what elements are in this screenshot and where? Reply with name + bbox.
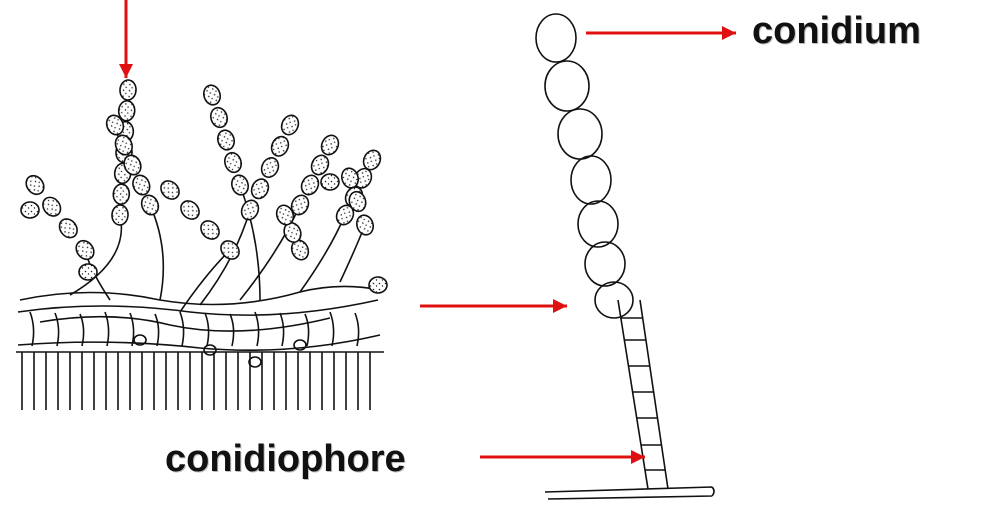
- epidermal-cell-wall: [30, 312, 34, 346]
- conidium-cell: [578, 201, 618, 247]
- conidium-spore: [73, 237, 98, 263]
- conidium-cell: [545, 61, 589, 111]
- conidium-spore: [177, 197, 202, 222]
- epidermal-cell-wall: [255, 312, 259, 346]
- infected-leaf-tissue-illustration: [16, 80, 387, 410]
- conidium-spore: [56, 215, 81, 241]
- conidium-cell: [571, 156, 611, 204]
- conidium-cell: [536, 14, 576, 62]
- conidial-chains: [21, 80, 387, 293]
- conidium-spore: [222, 151, 243, 175]
- conidium-spore: [119, 80, 136, 101]
- middle-arrow: [420, 299, 567, 313]
- hypha: [150, 205, 163, 300]
- conidiophore-label: conidiophore: [165, 440, 406, 478]
- epidermal-cell-wall: [330, 312, 334, 346]
- epidermal-cell-wall: [155, 314, 159, 346]
- hypha: [20, 286, 380, 304]
- conidium-spore: [354, 213, 375, 237]
- conidium-spore: [259, 155, 282, 180]
- conidium-spore: [130, 173, 153, 198]
- conidium-spore: [111, 205, 128, 226]
- epidermis-layer: [18, 300, 380, 367]
- conidium-spore: [139, 193, 162, 218]
- epidermal-cell-wall: [230, 314, 234, 346]
- detached-conidium: [79, 264, 97, 280]
- detached-conidium: [21, 202, 39, 218]
- conidium-spore: [279, 113, 302, 138]
- conidium-spore: [269, 134, 292, 159]
- conidium-spore: [239, 198, 262, 223]
- conidiophore-illustration: [536, 14, 714, 499]
- conidium-spore: [215, 128, 236, 152]
- conidium-chain: [536, 14, 633, 318]
- epidermis-outer-wall: [18, 300, 378, 315]
- arrow-head: [722, 26, 736, 40]
- epidermal-cell-wall: [55, 313, 59, 346]
- detached-conidium: [321, 174, 339, 190]
- conidium-spore: [201, 83, 222, 107]
- conidium-spore: [208, 106, 229, 130]
- epidermal-cell-wall: [280, 313, 284, 346]
- conidiophore-segments: [621, 318, 665, 470]
- epidermal-cell-wall: [305, 314, 309, 346]
- conidium-cell: [595, 282, 633, 318]
- conidium-arrow: [586, 26, 736, 40]
- epidermal-cell-wall: [355, 313, 359, 346]
- conidium-spore: [298, 172, 321, 197]
- epidermal-cell-wall: [180, 312, 184, 346]
- epidermal-cell-wall: [80, 314, 84, 346]
- palisade-cell-layer: [16, 352, 384, 410]
- conidium-spore: [23, 172, 48, 198]
- conidiophore-stalk: [618, 300, 668, 489]
- conidium-cell: [558, 109, 602, 159]
- arrow-head: [119, 64, 133, 78]
- hypha: [70, 215, 121, 295]
- top-left-arrow: [119, 0, 133, 78]
- conidium-spore: [197, 217, 222, 242]
- basal-hypha: [545, 487, 714, 499]
- detached-conidium: [369, 277, 387, 293]
- conidium-label: conidium: [752, 12, 921, 50]
- conidiophore-arrow: [480, 450, 645, 464]
- arrow-head: [553, 299, 567, 313]
- conidium-spore: [318, 132, 341, 157]
- conidium-cell: [585, 242, 625, 286]
- epidermis-inner-wall: [18, 335, 380, 350]
- conidium-spore: [249, 176, 272, 201]
- cell-nucleus: [204, 345, 216, 355]
- conidium-spore: [113, 184, 130, 205]
- conidium-spore: [39, 194, 64, 220]
- conidium-spore: [229, 173, 250, 197]
- conidium-spore: [157, 177, 182, 202]
